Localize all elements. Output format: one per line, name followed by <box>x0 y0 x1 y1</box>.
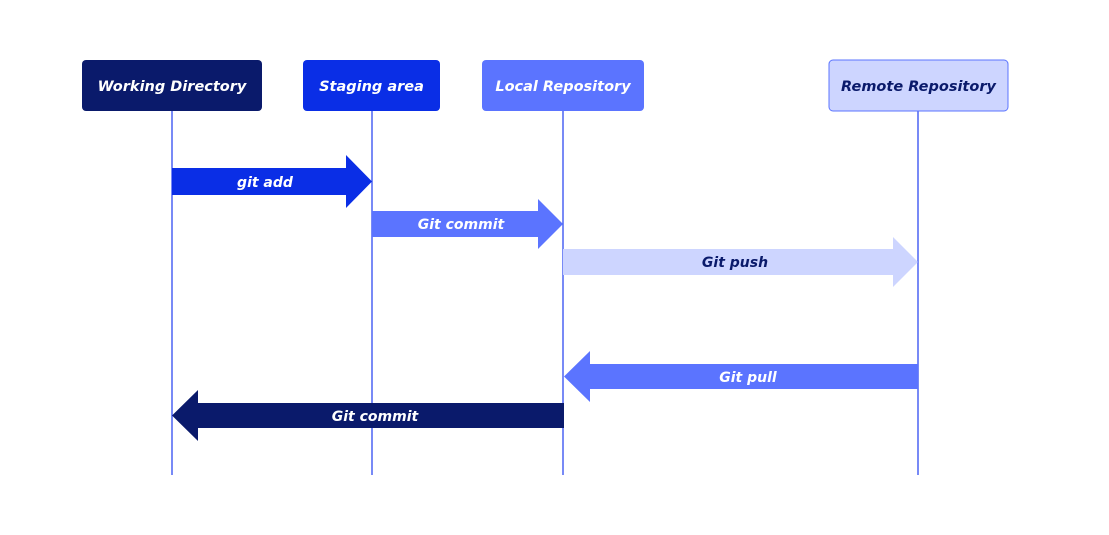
arrow-git-push-label: Git push <box>702 255 768 271</box>
node-remote-repository: Remote Repository <box>828 59 1009 112</box>
arrow-git-commit-to-local: Git commit <box>372 199 563 249</box>
node-local-repository-box <box>482 60 644 111</box>
arrow-git-commit-to-local-shape <box>372 199 563 249</box>
arrow-git-add-shape <box>172 155 372 208</box>
node-local-repository-label: Local Repository <box>495 79 631 95</box>
node-working-directory-label: Working Directory <box>98 79 247 95</box>
node-staging-area-label: Staging area <box>319 79 424 95</box>
node-working-directory: Working Directory <box>82 60 262 111</box>
node-staging-area-box <box>303 60 440 111</box>
arrow-git-commit-to-working-label: Git commit <box>332 409 420 425</box>
arrow-git-push: Git push <box>563 237 918 287</box>
node-remote-repository-box <box>828 59 1009 112</box>
arrow-git-commit-to-working: Git commit <box>172 390 564 441</box>
arrow-git-pull: Git pull <box>564 351 918 402</box>
arrow-git-push-shape <box>563 237 918 287</box>
arrow-git-commit-to-working-shape <box>172 390 564 441</box>
node-local-repository: Local Repository <box>482 60 644 111</box>
node-working-directory-box <box>82 60 262 111</box>
node-remote-repository-label: Remote Repository <box>841 79 996 95</box>
arrow-git-add-label: git add <box>237 175 294 191</box>
arrow-git-add: git add <box>172 155 372 208</box>
node-staging-area: Staging area <box>303 60 440 111</box>
arrow-git-pull-shape <box>564 351 918 402</box>
arrow-git-pull-label: Git pull <box>719 370 777 386</box>
arrow-git-commit-to-local-label: Git commit <box>418 217 506 233</box>
